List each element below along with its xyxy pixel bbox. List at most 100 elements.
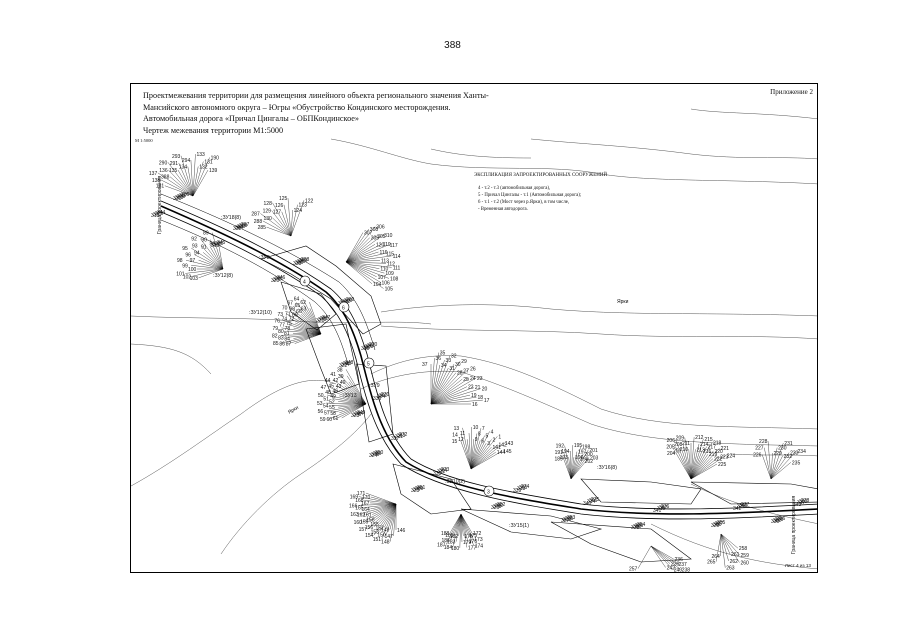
point-label: 81 [284, 331, 290, 337]
point-label: 237 [678, 562, 687, 568]
leader-line [345, 261, 384, 289]
point-label: 282 [320, 316, 329, 322]
point-label: 15 [452, 439, 458, 445]
leader-line [359, 503, 397, 515]
point-label: 333 [293, 261, 302, 267]
point-label: 351 [417, 485, 426, 491]
leader-line [570, 451, 572, 480]
point-label: 316 [737, 504, 746, 510]
leader-line [690, 454, 709, 480]
point-label: 185 [445, 533, 454, 539]
leader-line [283, 320, 322, 335]
point-label: 184 [444, 545, 453, 551]
leader-line [430, 399, 483, 405]
leader-line [690, 455, 726, 480]
point-label: 170 [362, 495, 371, 501]
point-label: 174 [475, 544, 484, 550]
leader-line [192, 161, 204, 197]
leader-line [570, 445, 573, 480]
leader-line [690, 463, 718, 480]
leader-line [200, 238, 224, 270]
point-label: 310 [384, 233, 393, 239]
leader-line [287, 330, 322, 335]
parcel-label: :ЗУ18(8) [221, 215, 241, 221]
leader-line [345, 235, 377, 263]
leader-line [344, 385, 367, 405]
point-label: 181 [156, 184, 165, 190]
leader-line [281, 211, 292, 237]
point-label: 349 [357, 410, 366, 416]
legend-item: 4 - т.2 - т.3 (автомобильная дорога), [478, 186, 551, 191]
point-label: 208 [674, 442, 683, 448]
point-label: 273 [441, 467, 450, 473]
leader-line [358, 503, 397, 506]
leader-line [339, 403, 367, 413]
point-label: 324 [369, 453, 378, 459]
leader-line [345, 232, 364, 263]
leader-line [430, 367, 449, 405]
point-label: 276 [661, 504, 670, 510]
point-label: 219 [709, 452, 718, 458]
legend-item: 6 - т.1 - т.2 (Мост через р.Ярки), в том… [478, 200, 570, 205]
point-label: 17 [484, 398, 490, 404]
leader-line [386, 503, 397, 535]
point-label: 285 [258, 225, 267, 231]
point-label: 91 [201, 244, 207, 250]
leader-line [337, 385, 367, 405]
point-label: 57 [324, 410, 330, 416]
point-label: 231 [784, 441, 793, 447]
point-label: 95 [182, 246, 188, 252]
leader-line [309, 308, 322, 335]
leader-line [341, 403, 367, 419]
point-label: 294 [182, 158, 191, 164]
point-label: 378 [493, 504, 502, 510]
leader-line [449, 513, 462, 534]
point-label: 377 [413, 487, 422, 493]
leader-line [430, 355, 451, 405]
point-label: 227 [755, 446, 764, 452]
leader-line [470, 440, 481, 470]
point-label: 76 [274, 319, 280, 325]
point-label: 328 [631, 525, 640, 531]
point-label: 130 [263, 216, 272, 222]
point-label: 23 [477, 376, 483, 382]
point-label: 302 [342, 299, 351, 305]
point-label: 359 [299, 258, 308, 264]
point-label: 308 [370, 227, 379, 233]
point-label: 348 [345, 360, 354, 366]
point-label: 54 [323, 404, 329, 410]
leader-line [564, 445, 572, 480]
point-label: 371 [213, 242, 222, 248]
point-label: 278 [801, 498, 810, 504]
point-label: 309 [371, 236, 380, 242]
leader-line [650, 545, 666, 568]
leader-line [379, 503, 397, 532]
leader-line [430, 388, 481, 405]
point-label: 331 [173, 196, 182, 202]
point-label: 43 [336, 384, 342, 390]
drawing-title: Проектмежевания территории для размещени… [143, 90, 538, 136]
parcel-label: :ЗУ9 [369, 383, 380, 389]
point-label: 296 [635, 523, 644, 529]
point-label: 176 [469, 539, 478, 545]
point-label: 163 [350, 512, 359, 518]
leader-line [326, 394, 367, 405]
point-label: 178 [464, 534, 473, 540]
point-label: 45 [328, 384, 334, 390]
point-label: 151 [373, 537, 382, 543]
leader-line [430, 368, 470, 405]
leader-line [345, 260, 380, 263]
leader-line [690, 443, 700, 480]
leader-line [430, 358, 435, 405]
point-label: 214 [700, 442, 709, 448]
point-label: 180 [451, 546, 460, 552]
point-label: 183 [447, 540, 456, 546]
river-label-2: Ярки [287, 405, 300, 416]
leader-line [369, 503, 397, 522]
point-label: 360 [344, 298, 353, 304]
leader-line [187, 166, 194, 197]
point-label: 109 [385, 271, 394, 277]
point-label: 148 [381, 540, 390, 546]
point-label: 350 [375, 450, 384, 456]
